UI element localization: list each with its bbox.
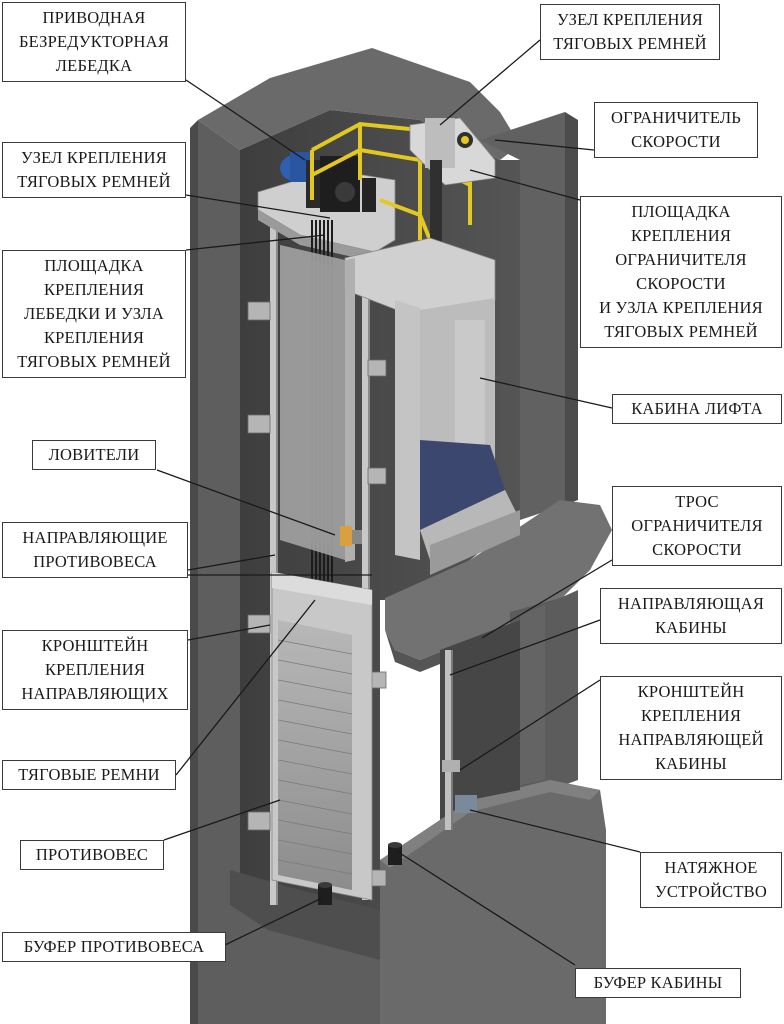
label-traction-belts: ТЯГОВЫЕ РЕМНИ — [2, 760, 176, 790]
counterweight-block — [271, 571, 373, 901]
label-limiter-platform: ПЛОЩАДКА КРЕПЛЕНИЯ ОГРАНИЧИТЕЛЯ СКОРОСТИ… — [580, 196, 782, 348]
label-speed-limiter: ОГРАНИЧИТЕЛЬ СКОРОСТИ — [594, 102, 758, 158]
label-counterweight-buffer: БУФЕР ПРОТИВОВЕСА — [2, 932, 226, 962]
winch-motor — [280, 152, 376, 212]
label-counterweight: ПРОТИВОВЕС — [20, 840, 164, 870]
label-limiter-rope: ТРОС ОГРАНИЧИТЕЛЯ СКОРОСТИ — [612, 486, 782, 566]
label-winch: ПРИВОДНАЯ БЕЗРЕДУКТОРНАЯ ЛЕБЕДКА — [2, 2, 186, 82]
label-counterweight-guides: НАПРАВЛЯЮЩИЕ ПРОТИВОВЕСА — [2, 522, 188, 578]
elevator-cabin — [280, 237, 520, 575]
label-guide-bracket: КРОНШТЕЙН КРЕПЛЕНИЯ НАПРАВЛЯЮЩИХ — [2, 630, 188, 710]
label-belt-mount-left: УЗЕЛ КРЕПЛЕНИЯ ТЯГОВЫХ РЕМНЕЙ — [2, 142, 186, 198]
buffers — [318, 842, 402, 905]
cabin-guide-rail — [442, 650, 477, 830]
speed-limiter-unit — [409, 117, 496, 250]
leader-lines — [156, 39, 641, 966]
counterweight-guides — [270, 215, 370, 905]
label-catchers: ЛОВИТЕЛИ — [32, 440, 156, 470]
label-winch-platform: ПЛОЩАДКА КРЕПЛЕНИЯ ЛЕБЕДКИ И УЗЛА КРЕПЛЕ… — [2, 250, 186, 378]
guide-brackets — [247, 301, 387, 887]
label-cabin-buffer: БУФЕР КАБИНЫ — [575, 968, 741, 998]
label-cabin-guide: НАПРАВЛЯЮЩАЯ КАБИНЫ — [600, 588, 782, 644]
label-cabin: КАБИНА ЛИФТА — [612, 394, 782, 424]
label-belt-mount-top-right: УЗЕЛ КРЕПЛЕНИЯ ТЯГОВЫХ РЕМНЕЙ — [540, 4, 720, 60]
catchers-unit — [340, 526, 362, 546]
label-cabin-guide-bracket: КРОНШТЕЙН КРЕПЛЕНИЯ НАПРАВЛЯЮЩЕЙ КАБИНЫ — [600, 676, 782, 780]
label-tensioner: НАТЯЖНОЕ УСТРОЙСТВО — [640, 852, 782, 908]
